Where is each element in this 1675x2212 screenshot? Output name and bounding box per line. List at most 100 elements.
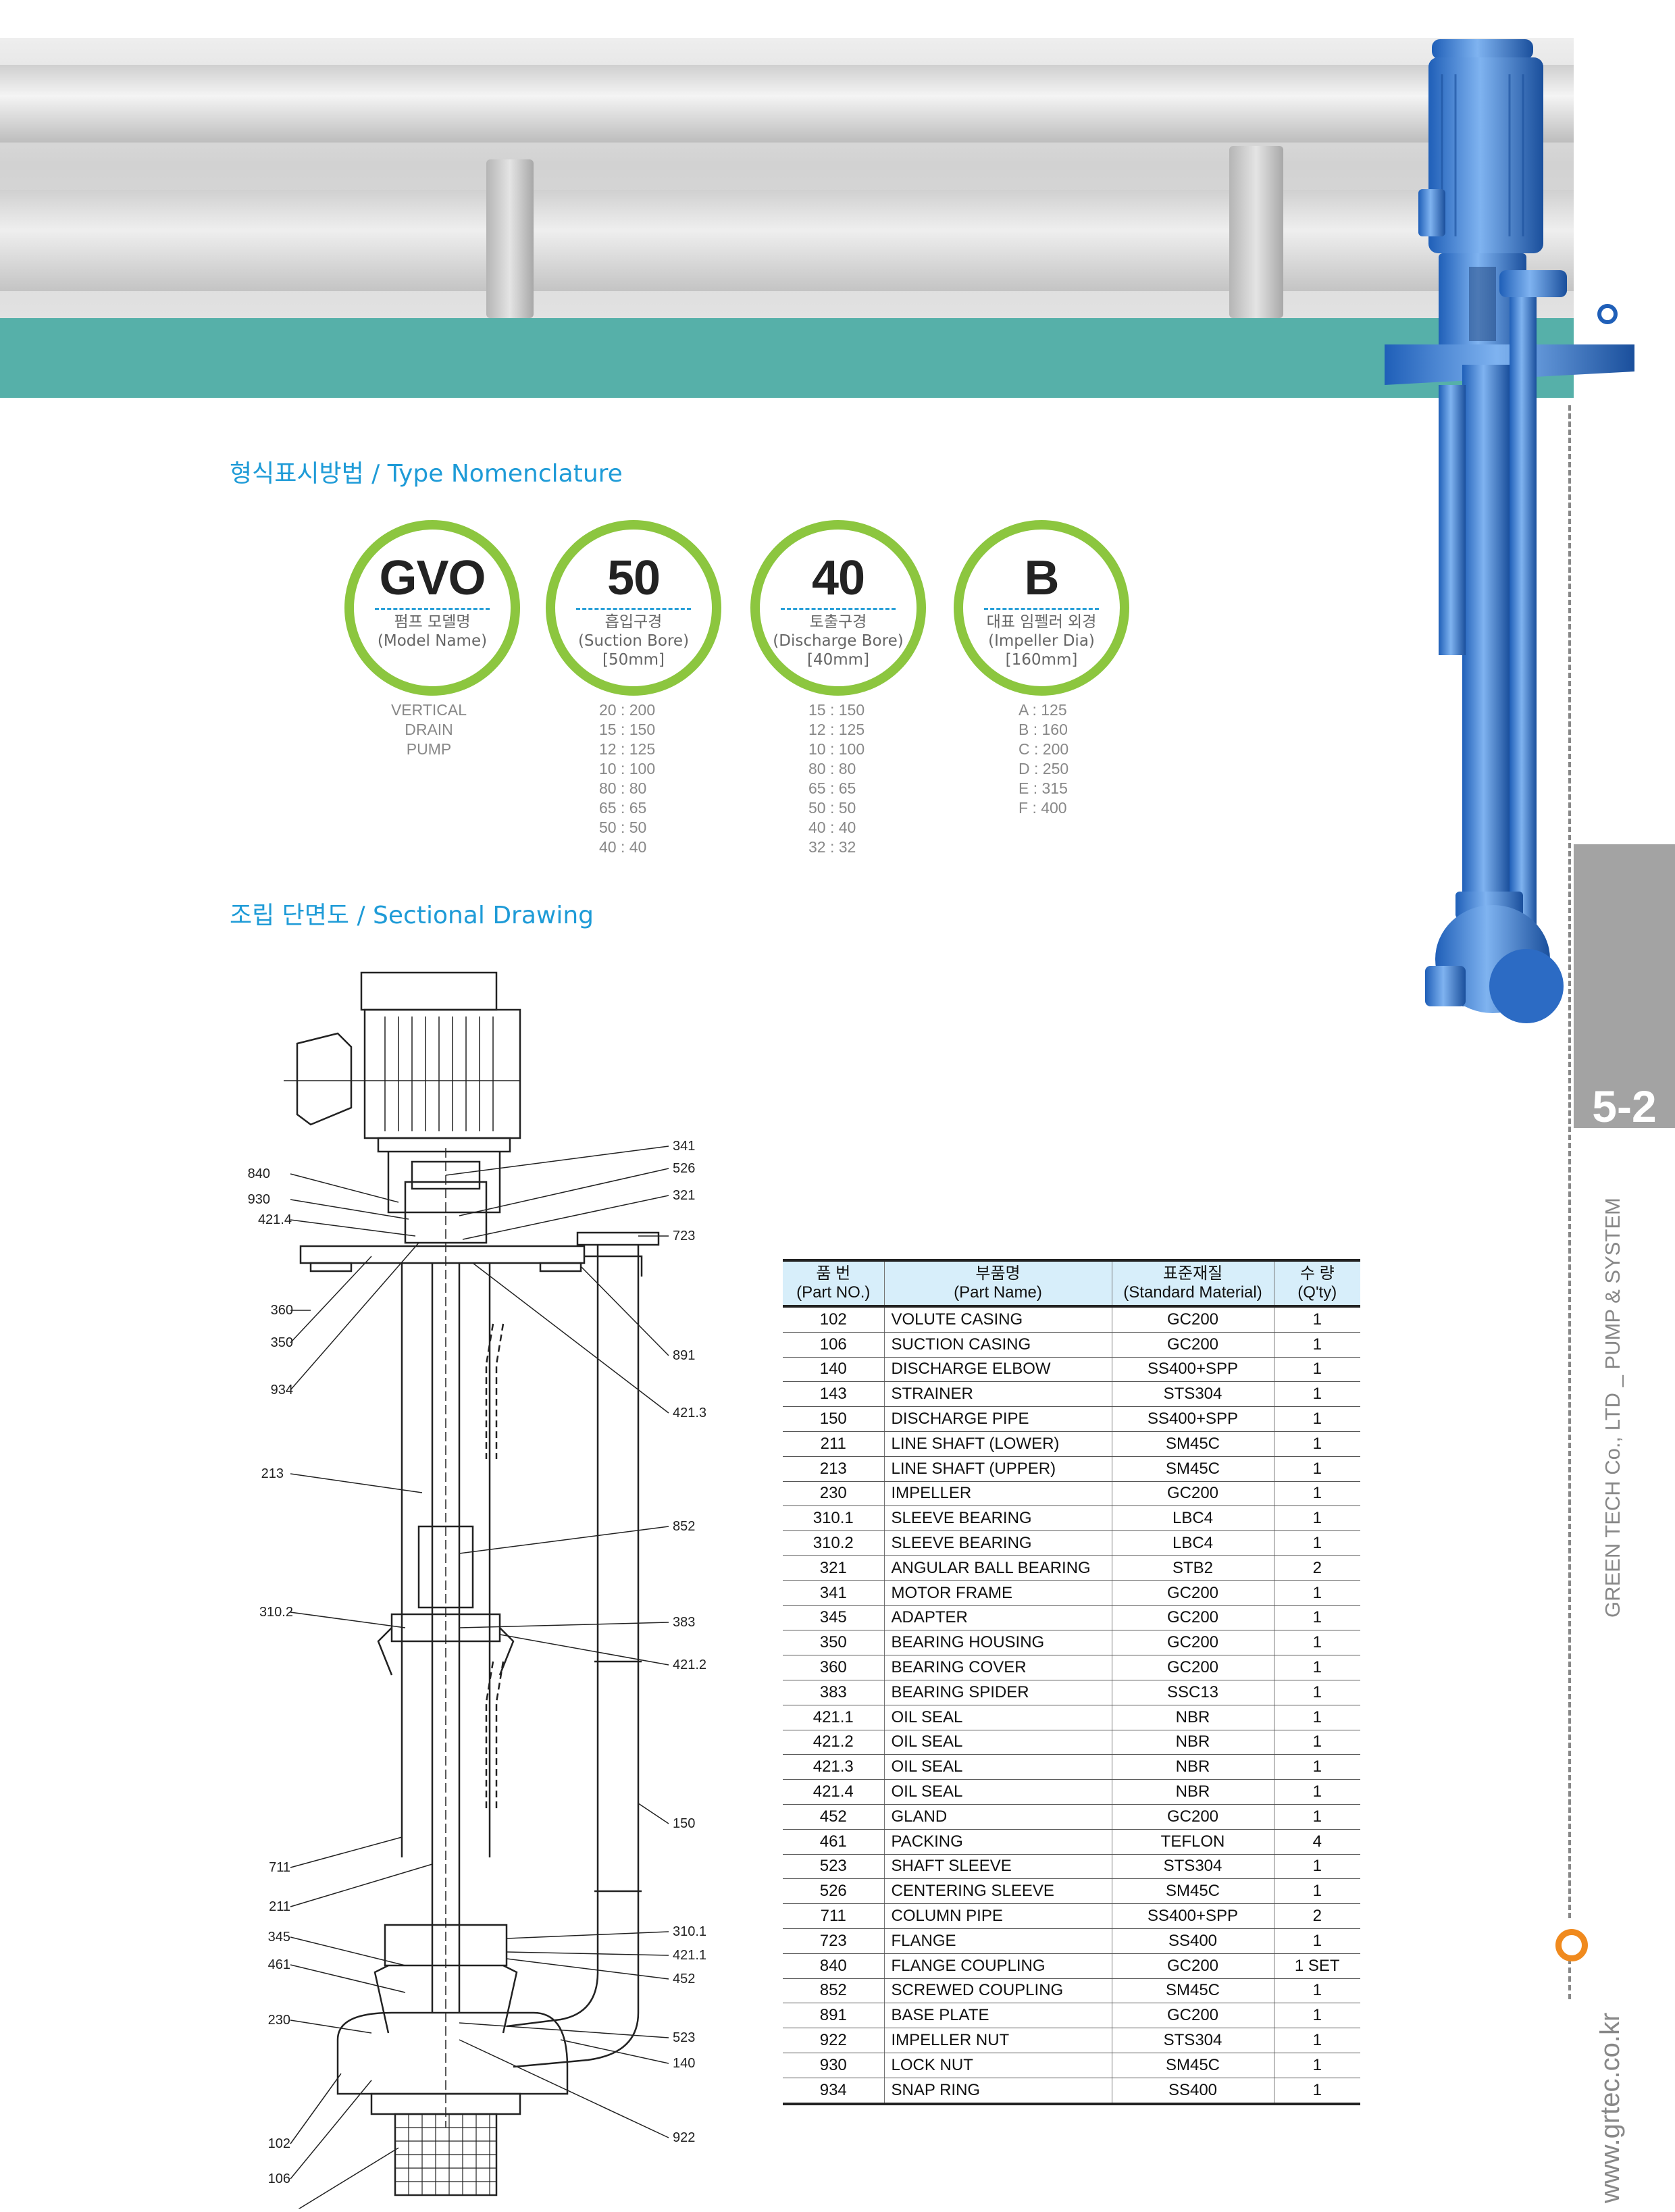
nomenclature-circle-impeller: B 대표 임펠러 외경 (Impeller Dia) [160mm]: [954, 520, 1129, 696]
parts-table: 품 번(Part NO.) 부품명(Part Name) 표준재질(Standa…: [783, 1259, 1360, 2105]
cell-qty: 1: [1274, 1381, 1360, 1408]
cell-part-name: SUCTION CASING: [884, 1332, 1112, 1358]
header-material: 표준재질(Standard Material): [1112, 1259, 1274, 1308]
cell-material: SM45C: [1112, 1431, 1274, 1457]
cell-part-no: 310.1: [783, 1506, 885, 1532]
cell-qty: 1: [1274, 1630, 1360, 1656]
nomenclature-circle-suction: 50 흡입구경 (Suction Bore) [50mm]: [546, 520, 721, 696]
nomenclature-circle-model: GVO 펌프 모델명 (Model Name): [344, 520, 520, 696]
option-item: 10 : 100: [808, 740, 865, 758]
cell-material: STS304: [1112, 2028, 1274, 2053]
impeller-options: A : 125 B : 160 C : 200 D : 250 E : 315 …: [1019, 700, 1068, 818]
option-item: F : 400: [1019, 799, 1067, 817]
cell-part-name: SHAFT SLEEVE: [884, 1854, 1112, 1880]
callout-right: 150: [673, 1816, 695, 1831]
option-item: 12 : 125: [808, 721, 865, 738]
cell-part-name: BEARING HOUSING: [884, 1630, 1112, 1656]
cell-material: NBR: [1112, 1779, 1274, 1805]
cell-part-no: 421.2: [783, 1730, 885, 1755]
cell-part-no: 523: [783, 1854, 885, 1880]
option-item: B : 160: [1019, 721, 1068, 738]
model-options: VERTICAL DRAIN PUMP: [375, 700, 483, 759]
callout-left: 711: [269, 1860, 290, 1875]
option-item: 80 : 80: [808, 760, 856, 777]
cell-part-no: 230: [783, 1481, 885, 1507]
cell-part-no: 213: [783, 1456, 885, 1482]
cell-part-no: 102: [783, 1306, 885, 1333]
cell-part-name: LINE SHAFT (UPPER): [884, 1456, 1112, 1482]
cell-material: LBC4: [1112, 1506, 1274, 1532]
cell-part-name: SCREWED COUPLING: [884, 1978, 1112, 2004]
cell-part-no: 341: [783, 1580, 885, 1606]
callout-left: 213: [261, 1466, 284, 1481]
cell-part-name: CENTERING SLEEVE: [884, 1878, 1112, 1905]
cell-part-name: PACKING: [884, 1829, 1112, 1855]
callout-left: 930: [248, 1192, 270, 1207]
cell-qty: 1: [1274, 2003, 1360, 2029]
cell-part-name: ADAPTER: [884, 1605, 1112, 1631]
cell-part-no: 526: [783, 1878, 885, 1905]
header-banner: [0, 38, 1574, 318]
cell-part-name: ANGULAR BALL BEARING: [884, 1555, 1112, 1581]
cell-qty: 1: [1274, 1580, 1360, 1606]
cell-part-no: 421.1: [783, 1705, 885, 1730]
cell-material: GC200: [1112, 1630, 1274, 1656]
cell-qty: 1: [1274, 1779, 1360, 1805]
cell-part-no: 345: [783, 1605, 885, 1631]
option-item: PUMP: [406, 740, 452, 758]
cell-part-no: 711: [783, 1903, 885, 1929]
cell-part-name: FLANGE COUPLING: [884, 1953, 1112, 1979]
cell-material: SM45C: [1112, 1978, 1274, 2004]
callout-left: 211: [269, 1899, 290, 1914]
cell-material: GC200: [1112, 2003, 1274, 2029]
option-item: 12 : 125: [599, 740, 656, 758]
option-item: 15 : 150: [808, 701, 865, 719]
cell-part-no: 421.4: [783, 1779, 885, 1805]
dashed-separator: [984, 608, 1099, 610]
cell-material: GC200: [1112, 1580, 1274, 1606]
impeller-code: B: [1024, 551, 1060, 605]
cell-part-name: BEARING SPIDER: [884, 1680, 1112, 1705]
cell-qty: 1: [1274, 1878, 1360, 1905]
model-label-ko: 펌프 모델명: [394, 613, 471, 631]
cell-qty: 1: [1274, 1357, 1360, 1383]
cell-part-no: 360: [783, 1655, 885, 1680]
cell-qty: 1: [1274, 1655, 1360, 1680]
cell-material: GC200: [1112, 1332, 1274, 1358]
cell-material: GC200: [1112, 1605, 1274, 1631]
header-ko: 표준재질: [1162, 1264, 1223, 1283]
cell-part-name: LINE SHAFT (LOWER): [884, 1431, 1112, 1457]
discharge-code: 40: [811, 551, 865, 605]
callout-right: 723: [673, 1229, 695, 1243]
header-ko: 부품명: [975, 1264, 1021, 1283]
cell-material: SS400+SPP: [1112, 1903, 1274, 1929]
suction-example: [50mm]: [602, 651, 665, 669]
company-name: GREEN TECH Co., LTD _ PUMP & SYSTEM: [1601, 1198, 1624, 1618]
callout-left: 350: [271, 1335, 293, 1350]
cell-material: GC200: [1112, 1804, 1274, 1830]
cell-material: NBR: [1112, 1754, 1274, 1780]
cell-part-no: 934: [783, 2078, 885, 2105]
impeller-label-en: (Impeller Dia): [988, 632, 1095, 650]
callout-left: 310.2: [259, 1605, 293, 1620]
nomenclature-circle-discharge: 40 토출구경 (Discharge Bore) [40mm]: [750, 520, 926, 696]
cell-part-name: VOLUTE CASING: [884, 1306, 1112, 1333]
cell-part-no: 350: [783, 1630, 885, 1656]
cell-part-name: SNAP RING: [884, 2078, 1112, 2105]
option-item: 65 : 65: [808, 779, 856, 797]
header-qty: 수 량(Q'ty): [1274, 1259, 1360, 1308]
cell-material: STB2: [1112, 1555, 1274, 1581]
callout-right: 922: [673, 2130, 695, 2145]
cell-qty: 1: [1274, 1456, 1360, 1482]
cell-qty: 2: [1274, 1555, 1360, 1581]
callout-left: 102: [268, 2136, 290, 2151]
